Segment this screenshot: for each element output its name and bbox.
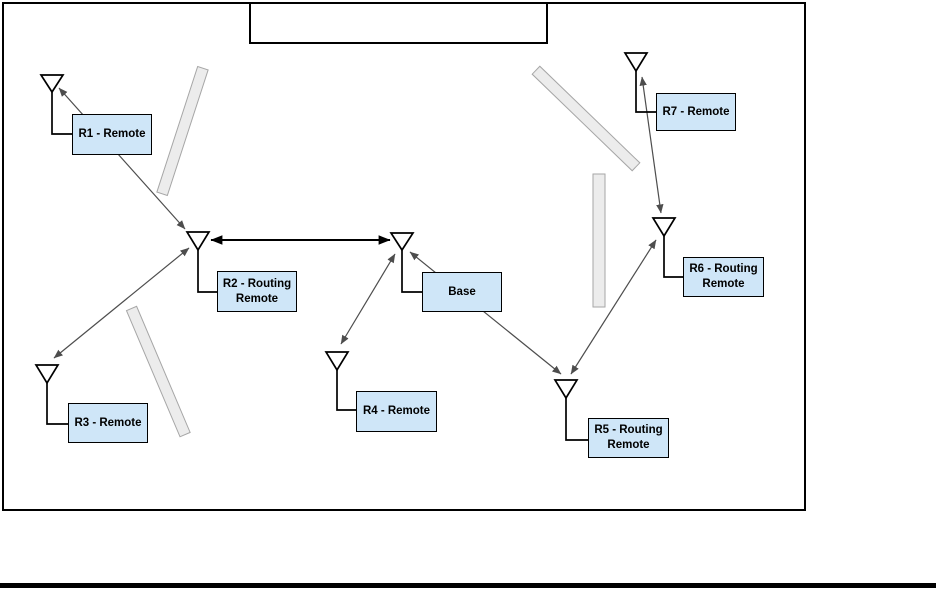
antenna-icon-r7 [623, 52, 656, 113]
antenna-icon-base [389, 232, 422, 293]
link-r3-r2 [53, 247, 190, 359]
link-base-r5 [409, 251, 562, 375]
link-r1-r2 [58, 87, 186, 230]
obstacle-3 [531, 65, 641, 172]
link-r5-r6 [570, 239, 657, 375]
title-box [249, 2, 548, 44]
node-box-r2: R2 - Routing Remote [217, 271, 297, 312]
link-r6-r7 [639, 76, 664, 214]
footer-rule [0, 583, 936, 588]
antenna-icon-r4 [324, 351, 356, 411]
node-box-r1: R1 - Remote [72, 114, 152, 155]
link-r4-base [340, 253, 396, 345]
node-box-r6: R6 - Routing Remote [683, 257, 764, 297]
antenna-icon-r1 [39, 74, 72, 135]
obstacle-4 [592, 173, 606, 308]
antenna-icon-r5 [553, 379, 588, 441]
node-box-r7: R7 - Remote [656, 93, 736, 131]
node-box-base: Base [422, 272, 502, 312]
antenna-icon-r3 [34, 364, 68, 425]
obstacle-1 [156, 65, 209, 197]
antenna-icon-r6 [651, 217, 683, 278]
antenna-icon-r2 [185, 231, 217, 293]
node-box-r5: R5 - Routing Remote [588, 418, 669, 458]
node-box-r3: R3 - Remote [68, 403, 148, 443]
node-box-r4: R4 - Remote [356, 391, 437, 432]
